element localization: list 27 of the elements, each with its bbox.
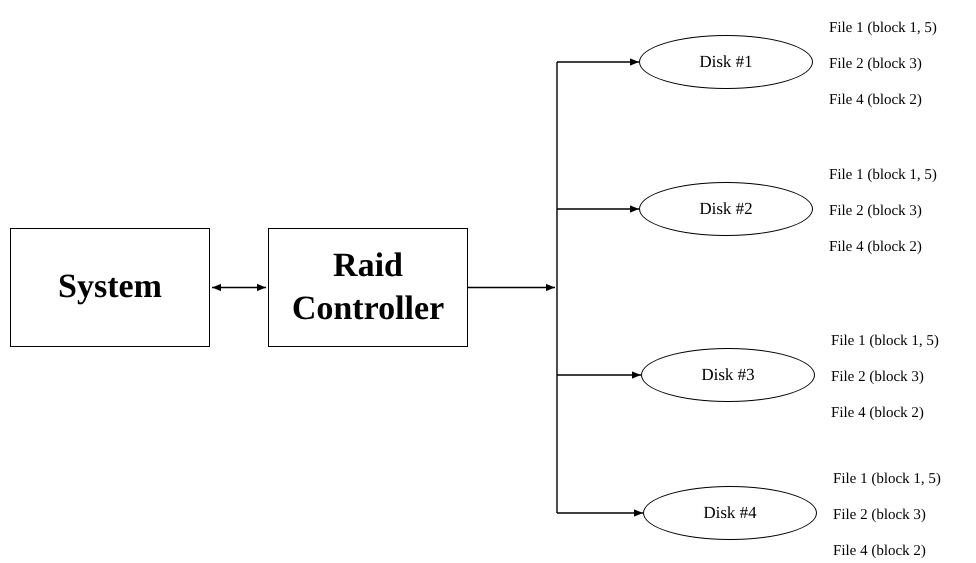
node-label: Disk #1 (699, 51, 753, 74)
file-block-note: File 2 (block 3) (831, 368, 925, 387)
arrow (557, 371, 641, 379)
file-block-note: File 1 (block 1, 5) (831, 332, 939, 351)
node-label: Disk #4 (703, 502, 757, 524)
file-block-note: File 1 (block 1, 5) (829, 166, 937, 185)
node-label: Raid Controller (290, 246, 446, 328)
file-block-note: File 4 (block 2) (833, 542, 927, 561)
node-label: Disk #2 (699, 198, 753, 220)
process-box (10, 228, 210, 347)
file-block-note: File 2 (block 3) (833, 506, 927, 525)
file-block-note: File 4 (block 2) (829, 91, 923, 110)
arrow (557, 205, 639, 213)
file-block-note: File 1 (block 1, 5) (829, 19, 937, 38)
bus-line (556, 62, 558, 513)
file-block-note: File 2 (block 3) (829, 55, 923, 74)
file-block-note: File 2 (block 3) (829, 202, 923, 221)
double-arrow (212, 284, 266, 292)
arrow (468, 284, 555, 292)
file-block-note: File 4 (block 2) (829, 238, 923, 257)
arrow (557, 58, 639, 66)
file-block-note: File 4 (block 2) (831, 404, 925, 423)
process-box (268, 228, 468, 347)
node-label: System (57, 267, 163, 308)
node-label: Disk #3 (701, 364, 755, 386)
file-block-note: File 1 (block 1, 5) (833, 470, 941, 489)
arrow (557, 509, 643, 517)
